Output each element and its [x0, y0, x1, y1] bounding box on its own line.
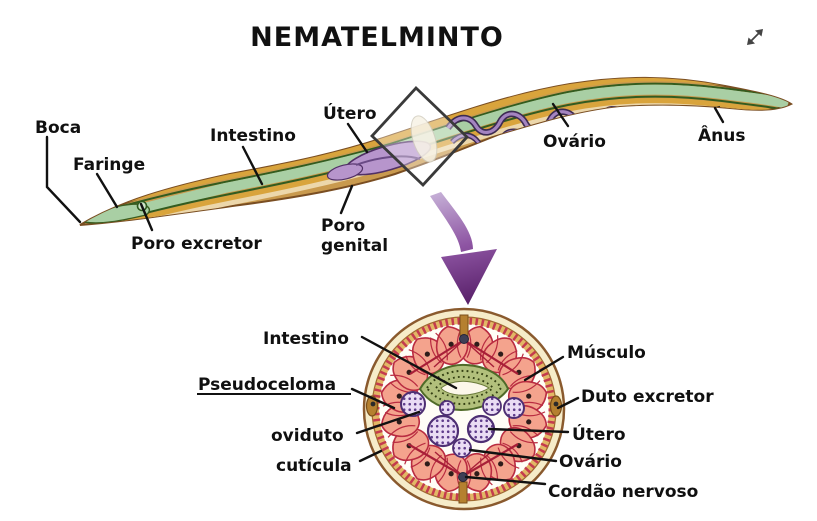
zoom-arrow — [430, 192, 497, 305]
leader-pseudoceloma — [350, 387, 396, 410]
label-poro-excretor: Poro excretor — [131, 234, 262, 254]
label-poro-genital-2: genital — [321, 236, 388, 256]
label-anus: Ânus — [698, 124, 745, 146]
leader-ovario-worm — [551, 102, 570, 128]
cut-section-band — [410, 115, 438, 163]
cs-oviduct — [400, 391, 426, 417]
cs-uterus-left — [426, 414, 460, 448]
cs-reproductive-organs — [400, 391, 525, 458]
leader-utero-worm — [346, 122, 369, 154]
leader-oviduto — [355, 410, 421, 435]
ventral-nerve-cord — [407, 443, 519, 504]
leader-poro-excretor — [139, 202, 154, 232]
label-intestino-cs: Intestino — [263, 329, 349, 349]
leader-anus — [713, 106, 725, 124]
cross-section-labels: Intestino Pseudoceloma oviduto cutícula … — [197, 328, 716, 504]
leader-poro-genital — [339, 184, 354, 215]
label-cordao-nervoso: Cordão nervoso — [548, 482, 698, 502]
label-ovario-worm: Ovário — [543, 132, 606, 152]
leader-duto-excretor — [556, 396, 580, 410]
excretory-duct-right — [549, 395, 563, 417]
leader-ovario-cs — [468, 448, 558, 463]
label-oviduto: oviduto — [271, 426, 344, 446]
label-intestino-worm: Intestino — [210, 126, 296, 146]
label-utero-cs: Útero — [572, 423, 626, 445]
label-pseudoceloma: Pseudoceloma — [198, 375, 336, 395]
leader-faringe — [95, 172, 119, 209]
excretory-duct-left — [365, 395, 379, 417]
label-utero-worm: Útero — [323, 102, 377, 124]
worm-labels: Boca Faringe Poro excretor Intestino Úte… — [34, 101, 747, 258]
label-duto-excretor: Duto excretor — [581, 387, 714, 407]
worm-illustration — [79, 76, 794, 226]
label-poro-genital-1: Poro — [321, 216, 365, 236]
label-faringe: Faringe — [73, 155, 145, 175]
label-ovario-cs: Ovário — [559, 452, 622, 472]
page-title: NEMATELMINTO — [250, 22, 504, 53]
leader-cuticula — [358, 449, 383, 463]
leader-lines — [45, 102, 725, 486]
section-marker — [370, 85, 469, 188]
leader-musculo — [523, 355, 565, 382]
label-cuticula: cutícula — [276, 456, 352, 476]
leader-intestino-worm — [241, 145, 264, 186]
leader-intestino-cs — [360, 335, 458, 390]
label-musculo: Músculo — [567, 343, 646, 363]
cs-ovary — [452, 438, 472, 458]
uterus-region — [326, 140, 432, 181]
leader-boca — [45, 135, 82, 224]
leader-utero-cs — [487, 427, 570, 434]
label-boca: Boca — [35, 118, 81, 138]
leader-cordao-nervoso — [464, 475, 547, 486]
expand-icon[interactable] — [747, 29, 763, 45]
